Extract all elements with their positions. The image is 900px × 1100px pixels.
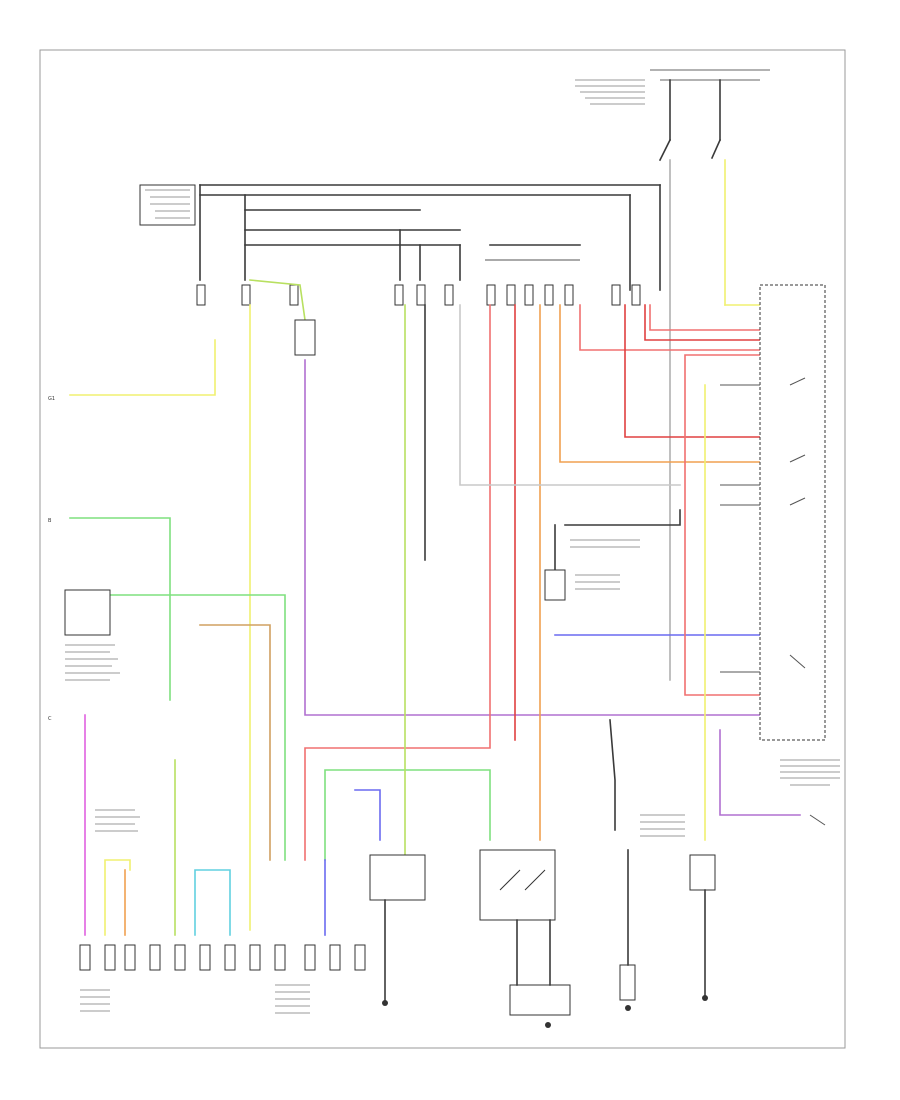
- wire-tan: [199, 624, 271, 861]
- wire-red-lower: [304, 304, 491, 861]
- wire-black-diag: [609, 719, 616, 831]
- module-switch: [809, 814, 826, 826]
- connector-pin: [416, 284, 426, 306]
- pin-block: [354, 944, 366, 971]
- pin-block: [274, 944, 286, 971]
- wire-blue-lower: [354, 789, 381, 841]
- top-right-relay: [575, 69, 770, 681]
- ground-dot: [702, 995, 708, 1001]
- label-pin-b: B: [48, 518, 52, 524]
- module-box-lower: [509, 984, 571, 1016]
- pin-block: [329, 944, 341, 971]
- ground-dot: [625, 1005, 631, 1011]
- pin-block: [149, 944, 161, 971]
- ground-dot: [382, 1000, 388, 1006]
- wire-yellow-loop: [104, 859, 131, 936]
- bottom-pins: [79, 714, 708, 1028]
- sensor-box-mid: [544, 569, 566, 601]
- pin-block: [124, 944, 136, 971]
- top-connector-row: [196, 259, 641, 306]
- pin-block: [224, 944, 236, 971]
- connector-pin: [564, 284, 574, 306]
- sensor-box-left: [64, 589, 111, 636]
- wire-purple: [304, 359, 761, 716]
- wire-green-sensor: [109, 594, 286, 861]
- label-blocks: [65, 539, 685, 1014]
- connector-pin: [196, 284, 206, 306]
- ground-dot: [545, 1022, 551, 1028]
- components: [64, 319, 716, 1016]
- connector-pin: [241, 284, 251, 306]
- wire-yellow-left: [69, 339, 216, 396]
- connector-pin: [544, 284, 554, 306]
- switch-contact: [524, 869, 546, 891]
- wire-red-loop: [644, 304, 761, 341]
- module-switch: [789, 497, 806, 506]
- connector-pin: [611, 284, 621, 306]
- sensor-box-bottom-center: [619, 964, 636, 1001]
- connector-pin: [524, 284, 534, 306]
- diagram-frame: [39, 49, 846, 1049]
- wire-grey-thin: [459, 304, 681, 486]
- module-switch: [789, 377, 806, 386]
- connector-pin: [486, 284, 496, 306]
- control-module-outline: [759, 284, 826, 741]
- relay-switch-right: [710, 138, 722, 160]
- sensor-box-upper: [294, 319, 316, 356]
- left-wires: [69, 279, 801, 931]
- module-box-bottom-mid: [479, 849, 556, 921]
- sensor-box-bottom-right: [689, 854, 716, 891]
- connector-pin: [506, 284, 516, 306]
- connector-pin: [631, 284, 641, 306]
- pin-block: [79, 944, 91, 971]
- wire-orange-h: [559, 304, 761, 463]
- pin-block: [104, 944, 116, 971]
- top-ground-bus: [139, 184, 661, 291]
- label-pin-c: C: [48, 716, 52, 722]
- pin-block: [174, 944, 186, 971]
- module-switch: [789, 654, 806, 669]
- pin-block: [199, 944, 211, 971]
- relay-switch-left: [658, 138, 672, 162]
- wire-pink-h: [579, 304, 761, 351]
- wire-green-lower: [324, 769, 491, 861]
- module-box-bottom-left: [369, 854, 426, 901]
- connector-pin: [394, 284, 404, 306]
- connector-pin: [444, 284, 454, 306]
- module-switch: [789, 454, 806, 463]
- top-left-label-block: [139, 184, 196, 226]
- wire-red-h: [624, 304, 761, 438]
- wire-green-left: [69, 517, 171, 701]
- pin-block: [249, 944, 261, 971]
- wire-purple-lower: [719, 729, 801, 816]
- right-control-module: [720, 284, 840, 826]
- wire-black-junction: [564, 509, 681, 526]
- connector-pin: [289, 284, 299, 306]
- label-pin-g: G1: [48, 396, 55, 402]
- wire-lime-main: [249, 279, 306, 321]
- wire-cyan: [194, 869, 231, 936]
- top-connector-labels: [139, 184, 196, 226]
- switch-contact: [499, 869, 521, 891]
- pin-block: [304, 944, 316, 971]
